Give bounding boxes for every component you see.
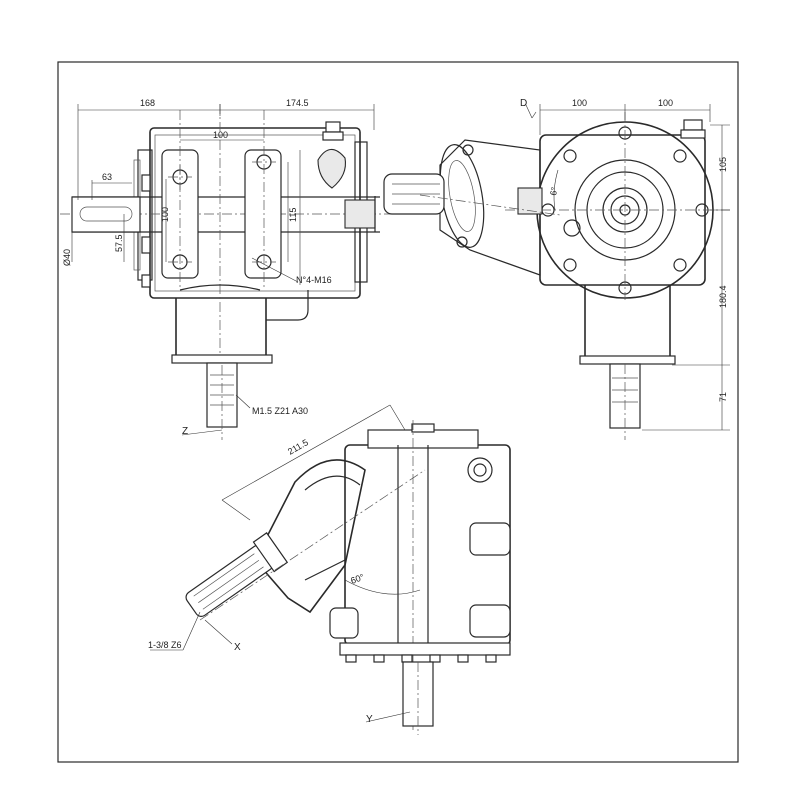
view-label-d: D (520, 98, 527, 109)
dim-105: 105 (718, 157, 728, 172)
drawing-frame (57, 61, 739, 763)
angle-6-degrees: 6° (548, 186, 559, 197)
dim-100-horizontal: 100 (213, 130, 228, 140)
dim-diameter-40: Ø40 (62, 249, 72, 266)
shaft-label-x: X (234, 642, 241, 653)
dim-174-5: 174.5 (286, 98, 309, 108)
dim-115: 115 (288, 208, 298, 222)
dim-211-5: 211.5 (286, 437, 310, 457)
spline-note-x: 1-3/8 Z6 (148, 640, 182, 650)
dim-100-right: 100 (658, 98, 673, 108)
top-left-view: 168 174.5 100 63 100 115 57.5 Ø40 N°4-M1… (60, 98, 392, 440)
dim-63: 63 (102, 172, 112, 182)
bolt-note: N°4-M16 (296, 275, 332, 285)
dim-168: 168 (140, 98, 155, 108)
dim-180-4: 180.4 (718, 285, 728, 308)
dim-57-5: 57.5 (114, 234, 124, 252)
dim-71: 71 (718, 392, 728, 402)
dim-100-vertical: 100 (160, 207, 170, 222)
angle-60-degrees: 60° (349, 572, 366, 586)
bottom-view: 211.5 60° 1-3/8 Z6 X Y (148, 404, 511, 735)
dim-100-left: 100 (572, 98, 587, 108)
spline-note-z: M1.5 Z21 A30 (252, 406, 308, 416)
shaft-label-z: Z (182, 426, 188, 437)
top-right-view: D 100 100 105 180.4 71 6° (383, 98, 730, 440)
shaft-label-y: Y (366, 714, 373, 725)
